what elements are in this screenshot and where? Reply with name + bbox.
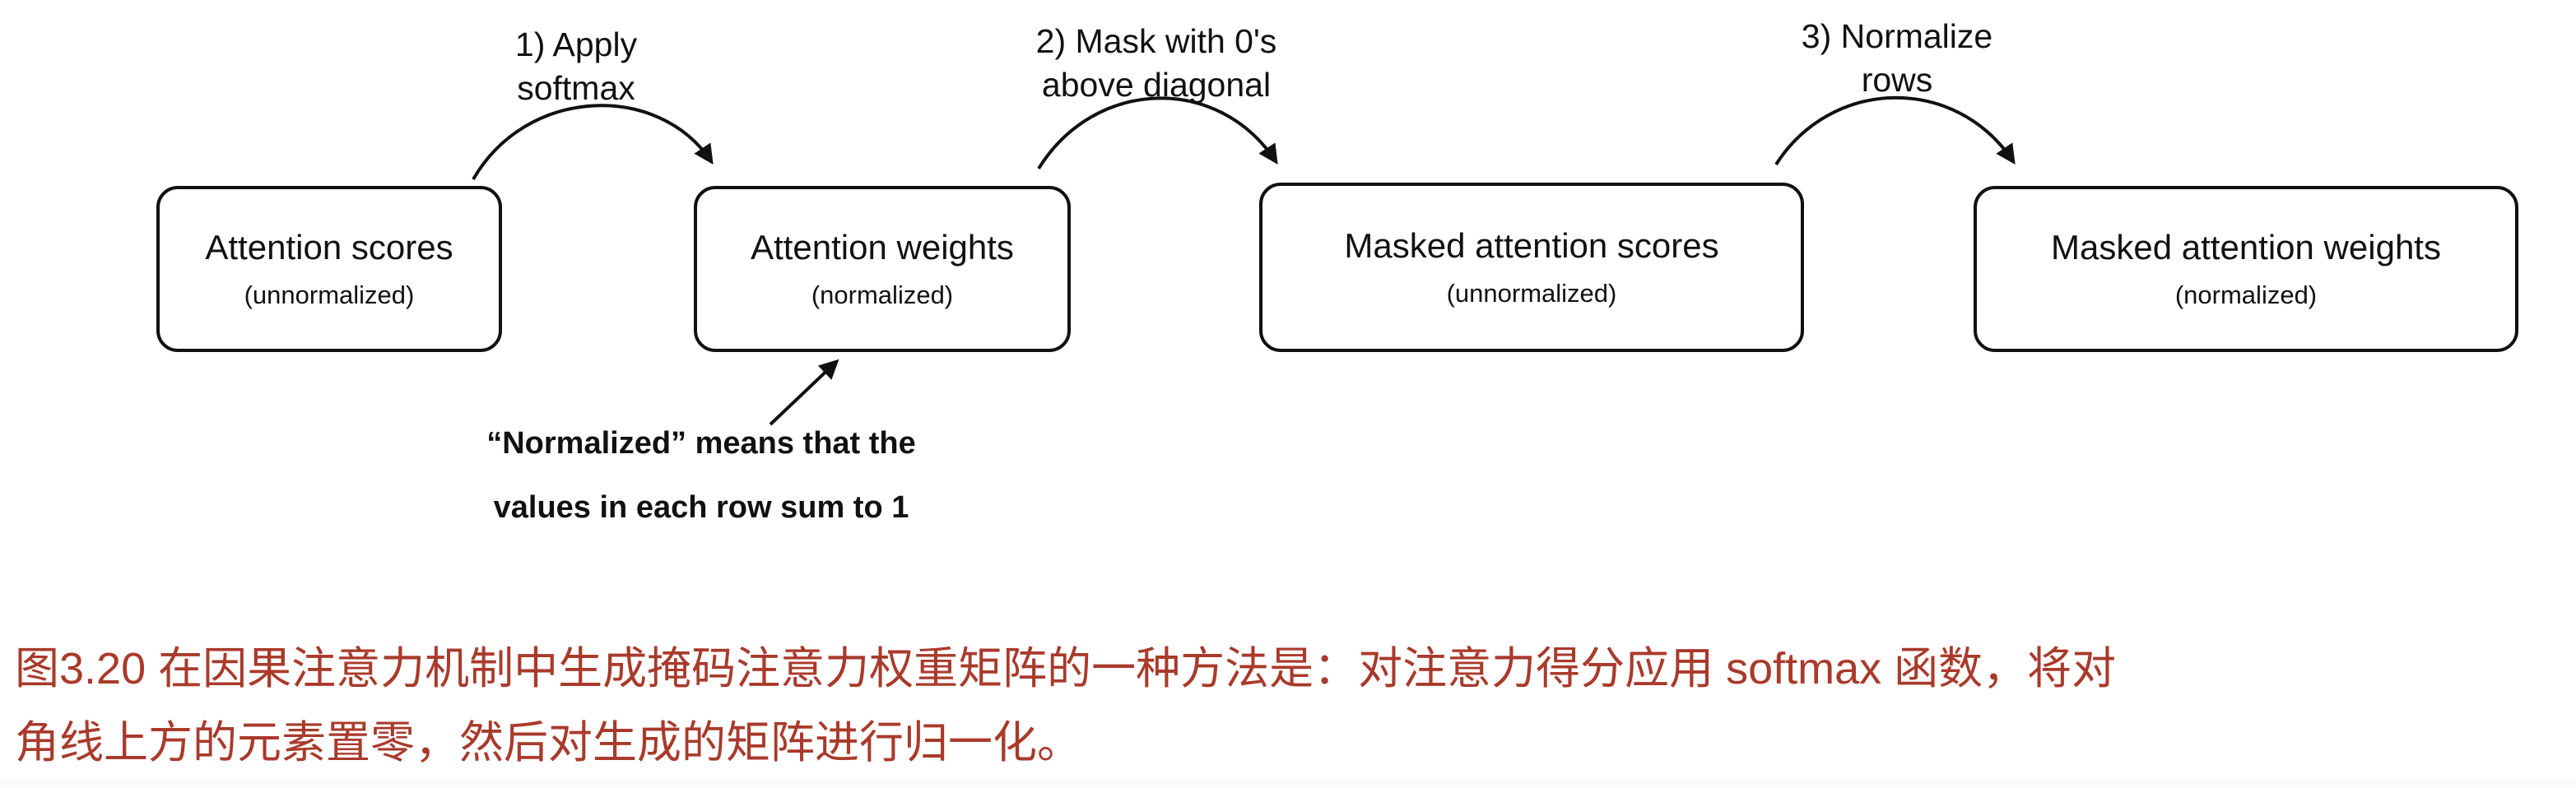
arrow-mask-above-diagonal	[1037, 96, 1278, 170]
box-subtitle: (normalized)	[811, 280, 954, 309]
box-subtitle: (unnormalized)	[244, 280, 415, 309]
step-label-apply-softmax: 1) Apply softmax	[514, 25, 638, 107]
box-title: Attention weights	[751, 228, 1014, 267]
box-attention-weights: Attention weights (normalized)	[694, 186, 1071, 352]
step-label-normalize-rows: 3) Normalize rows	[1801, 17, 1993, 99]
box-masked-attention-weights: Masked attention weights (normalized)	[1974, 186, 2518, 352]
step-label-mask-zeros: 2) Mask with 0's above diagonal	[1035, 22, 1277, 104]
normalized-annotation: “Normalized” means that the values in ea…	[486, 426, 916, 525]
box-subtitle: (unnormalized)	[1446, 279, 1617, 308]
arrow-apply-softmax	[472, 104, 714, 180]
box-title: Masked attention weights	[2051, 228, 2441, 267]
figure-caption: 图3.20 在因果注意力机制中生成掩码注意力权重矩阵的一种方法是：对注意力得分应…	[15, 644, 2117, 767]
box-masked-attention-scores: Masked attention scores (unnormalized)	[1259, 183, 1804, 352]
box-attention-scores: Attention scores (unnormalized)	[156, 186, 502, 352]
box-subtitle: (normalized)	[2174, 280, 2318, 309]
arrow-normalize-rows	[1774, 95, 2016, 166]
box-title: Attention scores	[205, 228, 453, 267]
page-bottom-edge	[0, 778, 2576, 788]
box-title: Masked attention scores	[1344, 226, 1719, 265]
